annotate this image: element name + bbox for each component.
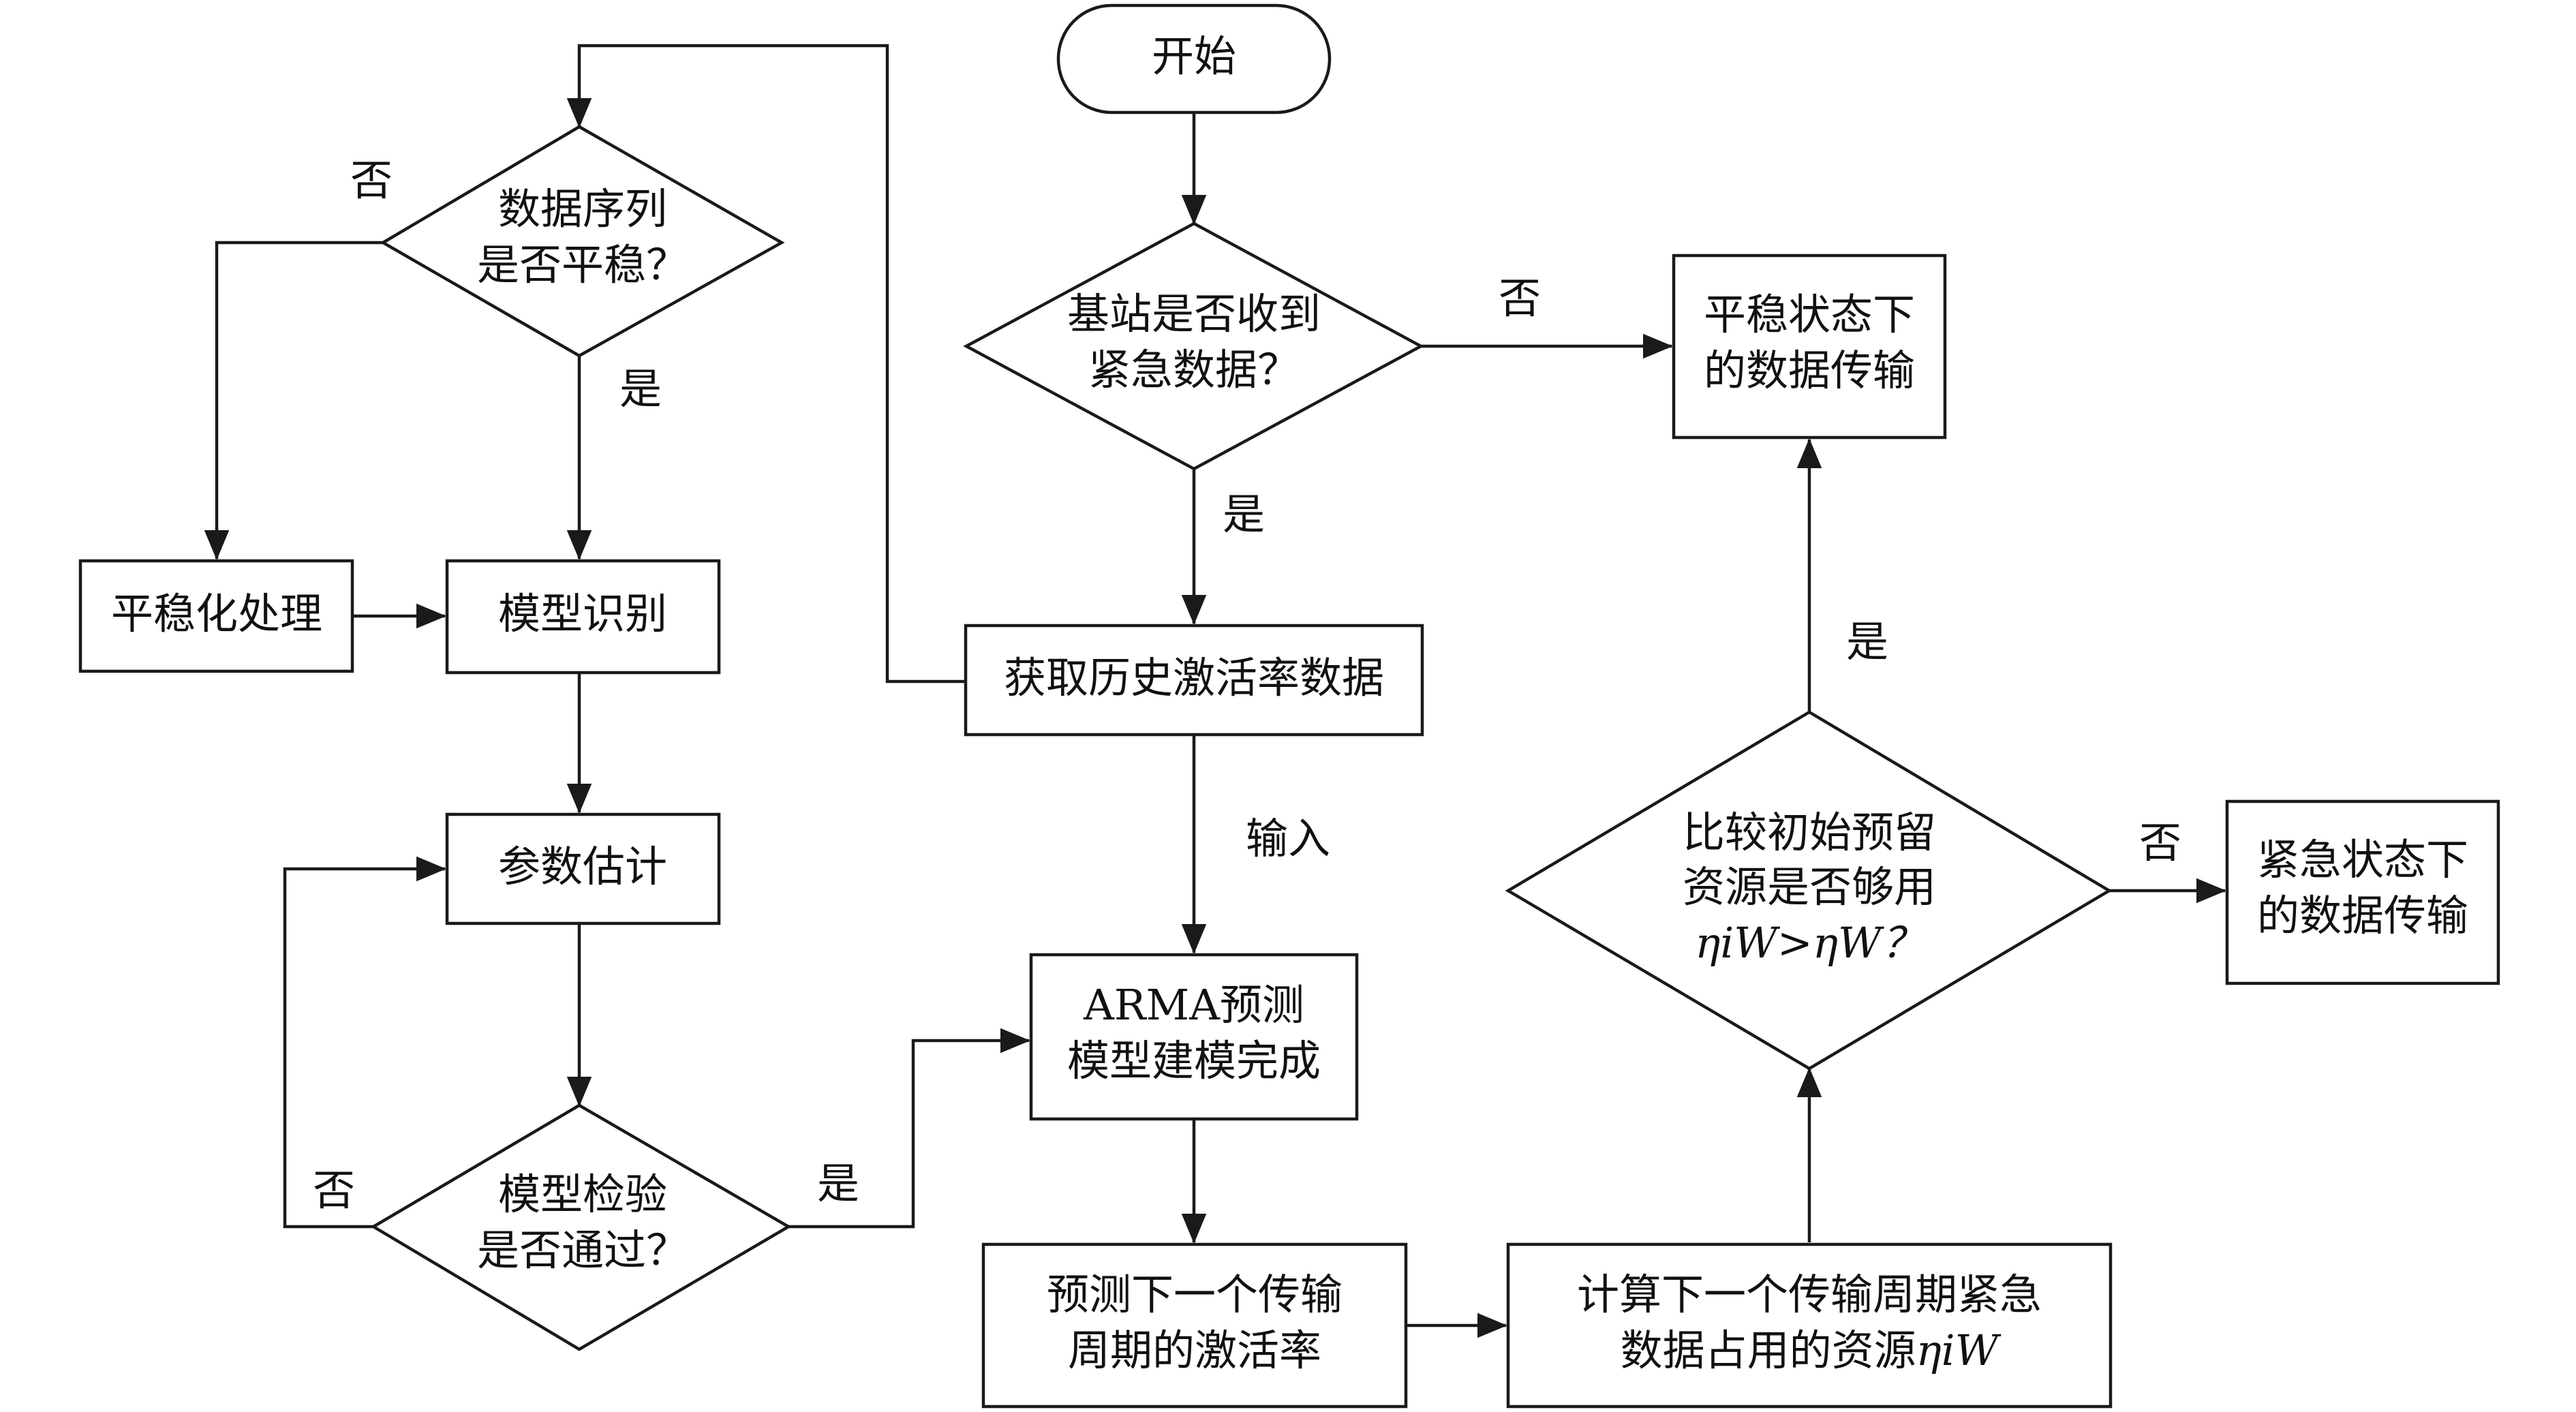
process-stable-line2: 的数据传输 (1704, 346, 1915, 395)
process-urgent-transfer: 紧急状态下 的数据传输 (2227, 801, 2498, 983)
label-stationary-yes: 是 (619, 364, 662, 414)
decision-model-test-line1: 模型检验 (498, 1169, 667, 1219)
decision-stationary-line1: 数据序列 (498, 184, 667, 234)
process-stabilize: 平稳化处理 (80, 561, 352, 671)
label-compare-yes: 是 (1846, 617, 1888, 666)
process-model-ident-label: 模型识别 (498, 589, 667, 639)
process-get-history: 获取历史激活率数据 (966, 626, 1422, 735)
process-predict-line2: 周期的激活率 (1068, 1325, 1321, 1375)
start-node: 开始 (1058, 5, 1330, 112)
start-label: 开始 (1152, 31, 1236, 81)
label-urgent-yes: 是 (1223, 489, 1265, 539)
process-arma-line2: 模型建模完成 (1067, 1036, 1321, 1086)
process-param-est-label: 参数估计 (498, 842, 667, 891)
decision-urgent-line2: 紧急数据？ (1088, 345, 1300, 395)
label-test-yes: 是 (817, 1158, 859, 1208)
process-compute-line2: 数据占用的资源ηiW (1621, 1325, 2002, 1375)
label-input: 输入 (1246, 814, 1330, 863)
process-compute-resource: 计算下一个传输周期紧急 数据占用的资源ηiW (1508, 1244, 2111, 1407)
decision-stationary: 数据序列 是否平稳？ (383, 127, 782, 356)
label-test-no: 否 (313, 1165, 355, 1215)
process-predict-next: 预测下一个传输 周期的激活率 (983, 1244, 1406, 1407)
decision-stationary-line2: 是否平稳？ (477, 240, 688, 290)
process-compute-line2-math: ηiW (1916, 1325, 2002, 1375)
process-urgent-line1: 紧急状态下 (2257, 835, 2468, 885)
label-stationary-no: 否 (350, 155, 393, 205)
process-stable-transfer: 平稳状态下 的数据传输 (1674, 256, 1945, 438)
process-stabilize-label: 平稳化处理 (111, 589, 322, 639)
process-compute-line2-text: 数据占用的资源 (1621, 1325, 1916, 1375)
decision-compare-line2: 资源是否够用 (1683, 862, 1936, 912)
label-urgent-no: 否 (1499, 273, 1541, 323)
decision-compare-line1: 比较初始预留 (1683, 808, 1936, 857)
process-arma-done: ARMA预测 模型建模完成 (1031, 955, 1357, 1119)
decision-compare-line3: ηiW>ηW？ (1695, 918, 1924, 968)
decision-urgent-line1: 基站是否收到 (1067, 289, 1321, 339)
process-arma-line1: ARMA预测 (1083, 980, 1304, 1030)
process-urgent-line2: 的数据传输 (2257, 891, 2468, 940)
process-predict-line1: 预测下一个传输 (1047, 1270, 1343, 1319)
process-stable-line1: 平稳状态下 (1704, 290, 1915, 339)
process-model-ident: 模型识别 (447, 561, 719, 673)
decision-compare-resource: 比较初始预留 资源是否够用 ηiW>ηW？ (1508, 712, 2109, 1069)
edge-test-no (285, 869, 445, 1227)
decision-urgent-data: 基站是否收到 紧急数据？ (966, 224, 1421, 469)
decision-model-test-line2: 是否通过？ (477, 1225, 688, 1275)
edge-stationary-no (217, 243, 383, 559)
decision-model-test: 模型检验 是否通过？ (373, 1105, 788, 1349)
process-compute-line1: 计算下一个传输周期紧急 (1577, 1270, 2042, 1319)
process-param-est: 参数估计 (447, 814, 719, 923)
label-compare-no: 否 (2139, 818, 2181, 868)
process-get-history-label: 获取历史激活率数据 (1004, 653, 1384, 703)
